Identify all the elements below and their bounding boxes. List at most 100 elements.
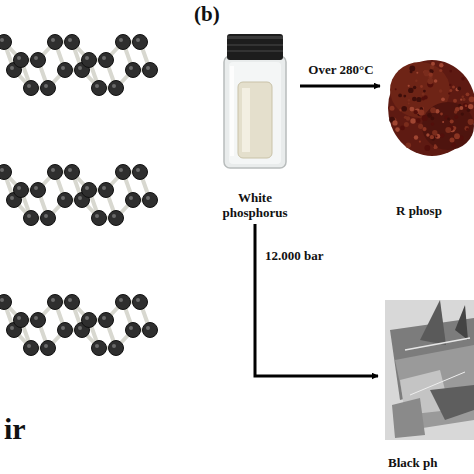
atom-shine [146, 196, 150, 200]
grain [466, 92, 470, 96]
grain [408, 88, 413, 93]
grain [464, 108, 466, 110]
grain [408, 85, 410, 87]
atom-shine [119, 298, 123, 302]
grain [403, 95, 406, 98]
grain [449, 70, 452, 73]
atom-shine [44, 84, 48, 88]
atom [82, 183, 97, 198]
atom-shine [102, 56, 106, 60]
atom [31, 313, 46, 328]
atom [99, 313, 114, 328]
grain [395, 127, 400, 132]
atom-shine [27, 344, 31, 348]
grain [411, 89, 413, 91]
atom-shine [0, 38, 4, 42]
atom-layer [0, 165, 158, 226]
grain [431, 62, 435, 66]
atom-shine [129, 196, 133, 200]
white-phosphorus-node: White phosphorus [212, 30, 298, 220]
grain [434, 79, 438, 83]
grain [447, 118, 450, 121]
atom [133, 35, 148, 50]
atom-shine [17, 186, 21, 190]
grain [430, 65, 434, 69]
atom-shine [119, 38, 123, 42]
atom [143, 323, 158, 338]
grain [416, 118, 421, 123]
node-label: Black ph [388, 455, 474, 470]
grain [439, 63, 443, 67]
atom [58, 323, 73, 338]
grain [462, 96, 465, 99]
atom-shine [51, 168, 55, 172]
grain [427, 78, 433, 84]
grain [392, 120, 397, 125]
vial-photo [224, 34, 286, 168]
atom [109, 211, 124, 226]
grain [469, 96, 474, 102]
grain [415, 80, 417, 82]
atom-shine [0, 168, 4, 172]
grain [442, 121, 444, 123]
cropped-caption: ir [4, 412, 26, 446]
atom [24, 81, 39, 96]
grain [408, 103, 410, 105]
atom-shine [95, 344, 99, 348]
atom-shine [51, 298, 55, 302]
grain [390, 106, 395, 111]
grain [428, 114, 430, 116]
grain [420, 85, 423, 88]
atom [116, 35, 131, 50]
atom [143, 193, 158, 208]
atom-shine [34, 56, 38, 60]
atom [24, 341, 39, 356]
node-label: R phosp [396, 203, 442, 218]
atom [14, 313, 29, 328]
black-phosphorus-photo [385, 300, 474, 440]
grain [430, 107, 436, 113]
atom [109, 81, 124, 96]
atom-shine [68, 298, 72, 302]
grain [457, 87, 461, 91]
atom-shine [85, 186, 89, 190]
atom [82, 53, 97, 68]
grain [416, 97, 421, 102]
atom-shine [95, 84, 99, 88]
grain [468, 104, 473, 109]
grain [426, 133, 429, 136]
atom-shine [10, 326, 14, 330]
atom [41, 211, 56, 226]
grain [429, 72, 433, 76]
atom [99, 183, 114, 198]
atom [58, 63, 73, 78]
atom-shine [112, 214, 116, 218]
atom-shine [17, 316, 21, 320]
grain [462, 98, 465, 101]
grain [401, 106, 407, 112]
grain [395, 88, 397, 90]
grain [449, 84, 451, 86]
atom-shine [44, 214, 48, 218]
atom-shine [136, 298, 140, 302]
atom [31, 53, 46, 68]
atom-shine [17, 56, 21, 60]
grain [466, 128, 469, 131]
atom [143, 63, 158, 78]
atom [116, 165, 131, 180]
grain [432, 130, 437, 135]
atom-shine [0, 298, 4, 302]
atom [0, 165, 12, 180]
grain [464, 126, 469, 131]
atom-shine [68, 168, 72, 172]
grain [453, 99, 457, 103]
grain [406, 116, 410, 120]
grain [465, 105, 468, 108]
atom [65, 35, 80, 50]
atom [126, 193, 141, 208]
atom [92, 341, 107, 356]
atom-shine [85, 316, 89, 320]
atom-shine [10, 196, 14, 200]
